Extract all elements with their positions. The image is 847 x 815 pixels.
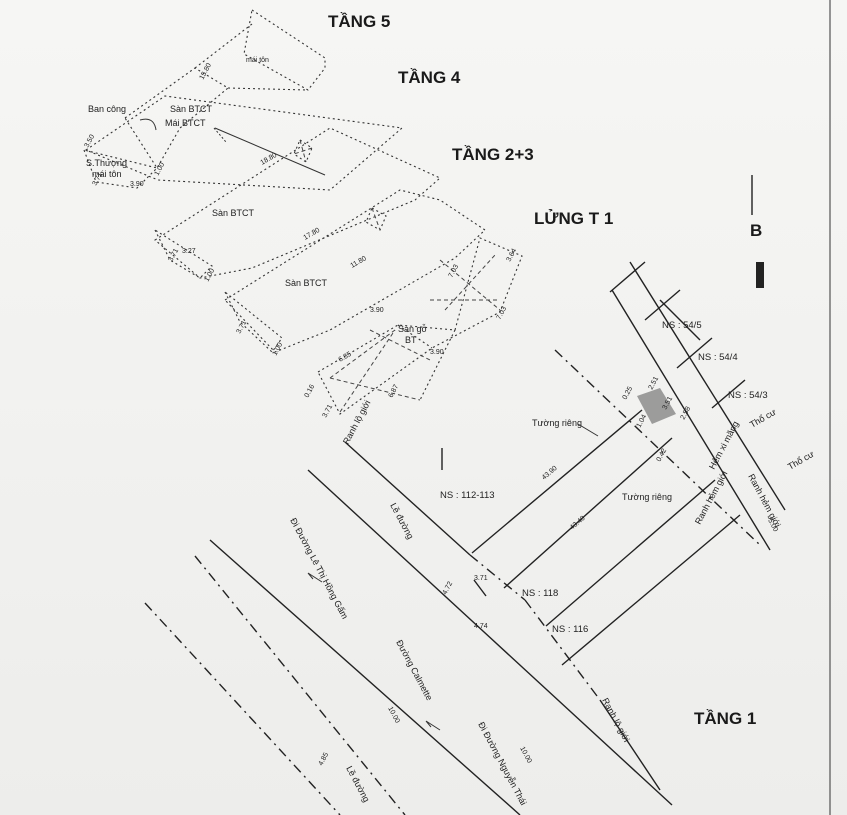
label-di-le-thi-hong-gam: Đi Đường Lê Thị Hồng Gấm: [288, 516, 350, 620]
label-ranh-lo-gioi-2: Ranh lộ giới: [600, 696, 632, 743]
title-tang1: TẦNG 1: [694, 709, 756, 728]
dim-1-00-a: 1.00: [154, 162, 167, 177]
dim-11-80: 11.80: [350, 255, 368, 270]
dim-1-04: 1.04: [636, 414, 649, 429]
label-s-thuong-mai-ton: mái tôn: [92, 169, 122, 179]
label-mai-btct: Mái BTCT: [165, 118, 206, 128]
lot-front-line: [344, 441, 471, 556]
dim-6-85: 6.85: [338, 351, 353, 364]
north-arrow: B: [750, 175, 764, 288]
dim-43-40: 43.40: [569, 515, 587, 532]
lot-side-118: [503, 437, 673, 589]
dim-10-00-b: 10.00: [518, 746, 532, 765]
dim-3-50: 3.50: [84, 134, 97, 149]
dim-18-80: 18.80: [260, 152, 279, 167]
label-ranh-lo-gioi: Ranh lộ giới: [341, 398, 373, 445]
hatch-area: [637, 388, 676, 424]
floor-plan-tang5: mái tôn 15.80: [124, 9, 326, 170]
dim-7-03-a: 7.03: [448, 264, 461, 279]
floor-plan-lung: Sàn gỗ BT 6.85 6.87 3.90 3.90 7.03 7.03 …: [304, 237, 523, 419]
label-san-btct-23: Sàn BTCT: [212, 208, 255, 218]
title-lung: LỬNG T 1: [534, 209, 613, 228]
lot-ns-112-113: NS : 112-113: [440, 490, 495, 501]
floor-plan-tang4: Ban công Sàn BTCT Mái BTCT S.Thượng mái …: [83, 95, 404, 191]
dim-3-71-b: 3.71: [168, 248, 181, 263]
label-di-nguyen-thai: Đi Đường Nguyễn Thái: [476, 720, 528, 807]
dim-15-80: 15.80: [199, 62, 213, 81]
title-tang23: TẦNG 2+3: [452, 145, 534, 164]
balcony-arc: [139, 118, 157, 131]
road-centerline-2: [144, 602, 341, 815]
floor-plan-tang23-b: Sàn BTCT 17.80 11.80 3.71 1.00: [224, 189, 486, 357]
label-tuong-rieng-2: Tường riêng: [622, 492, 672, 502]
dim-0-42: 0.42: [656, 448, 669, 463]
label-tuong-rieng-1: Tường riêng: [532, 418, 582, 428]
label-tho-cu-2: Thổ cư: [786, 449, 816, 472]
lot-side-116: [545, 479, 716, 627]
lot-ns-118: NS : 118: [522, 588, 558, 599]
lot-side-116b: [561, 514, 741, 666]
lot-ns-54-3: NS : 54/3: [728, 390, 768, 401]
dim-3-27: 3.27: [182, 248, 196, 255]
dim-4-74: 4.74: [474, 623, 488, 630]
label-san-btct-23b: Sàn BTCT: [285, 278, 328, 288]
dim-1-00-c: 1.00: [272, 342, 285, 357]
label-le-duong: Lề đường: [388, 501, 415, 541]
label-san-go-1: Sàn gỗ: [398, 324, 427, 334]
dim-4-72: 4.72: [442, 581, 455, 596]
lot-tang1: NS : 112-113 NS : 118 NS : 116 NS : 54/5…: [144, 261, 816, 815]
north-label: B: [750, 221, 762, 240]
lot-ns-116: NS : 116: [552, 624, 588, 635]
lot-ns-54-5: NS : 54/5: [662, 320, 702, 331]
dim-3-90-lung: 3.90: [430, 349, 444, 356]
dim-0-25: 0.25: [622, 386, 635, 401]
dim-3-90-a: 3.90: [130, 181, 144, 188]
floor-plan-tang23: Sàn BTCT 18.80 3.71 3.27 1.00: [153, 127, 442, 283]
dim-3-90-b: 3.90: [370, 307, 384, 314]
road-edge-1: [307, 469, 673, 806]
label-hem-xi-mang: Hẻm xi măng: [707, 419, 741, 471]
dim-0-16: 0.16: [304, 384, 317, 399]
label-ban-cong: Ban công: [88, 104, 126, 114]
dim-10-00-a: 10.00: [386, 706, 400, 725]
dim-6-87: 6.87: [388, 384, 401, 399]
dim-3-71-d: 3.71: [322, 404, 335, 419]
label-le-duong-2: Lề đường: [344, 764, 371, 804]
dim-17-80: 17.80: [303, 227, 322, 242]
title-tang4: TẦNG 4: [398, 68, 461, 87]
label-s-thuong: S.Thượng: [86, 158, 127, 168]
label-san-go-2: BT: [405, 335, 417, 345]
dim-3-71-t1: 3.71: [474, 575, 488, 582]
dim-43-90: 43.90: [541, 465, 559, 482]
dim-4-85: 4.85: [318, 752, 331, 767]
label-tho-cu-1: Thổ cư: [748, 407, 778, 430]
label-duong-calmette: Đường Calmette: [394, 638, 434, 702]
label-san-btct-4: Sàn BTCT: [170, 104, 213, 114]
label-mai-ton: mái tôn: [246, 57, 269, 64]
lot-side-112: [471, 409, 643, 554]
lot-ns-54-4: NS : 54/4: [698, 352, 738, 363]
dim-7-03-b: 7.03: [496, 306, 509, 321]
label-ranh-hem-gioi-1: Ranh hẻm giới: [693, 469, 729, 526]
title-tang5: TẦNG 5: [328, 12, 390, 31]
